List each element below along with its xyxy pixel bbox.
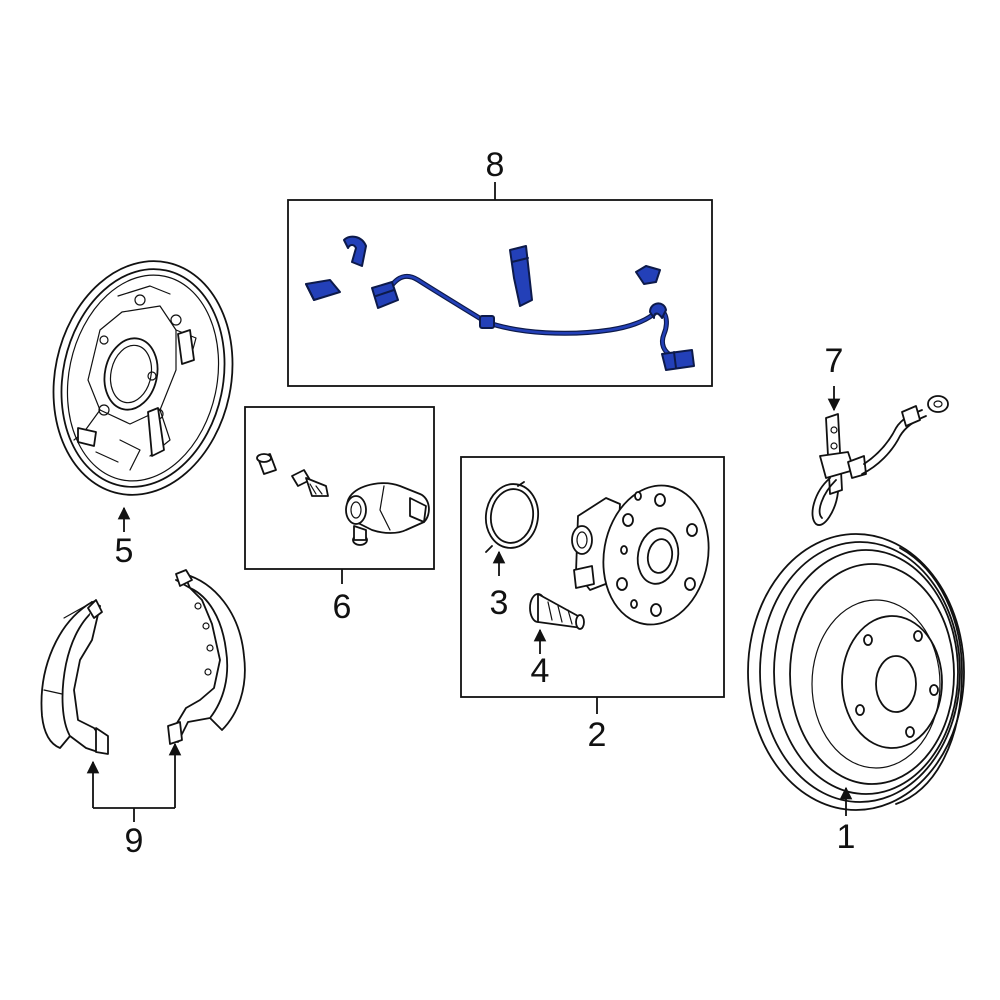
abs-wheel-speed-sensor-group[interactable]: 8 [287, 146, 713, 387]
brake-shoe-left[interactable] [40, 599, 109, 755]
callout-6: 6 [333, 588, 352, 626]
bleeder-screw [291, 469, 329, 497]
brake-shoe-right[interactable] [167, 569, 246, 745]
callout-3: 3 [490, 584, 509, 622]
hub-bearing-assembly[interactable] [571, 477, 719, 633]
harness-bracket-clips[interactable] [305, 235, 661, 307]
brake-hose-with-bracket[interactable] [811, 395, 949, 526]
part-8-box [287, 199, 713, 387]
callout-5: 5 [115, 532, 134, 570]
hub-seal-ring[interactable] [482, 481, 542, 553]
callout-1: 1 [837, 818, 856, 856]
wheel-cylinder-kit[interactable] [256, 453, 430, 546]
callout-4: 4 [531, 652, 550, 690]
abs-sensor-harness[interactable] [371, 273, 695, 371]
callout-7: 7 [825, 342, 844, 380]
backing-plate[interactable] [32, 244, 253, 511]
clip-b [305, 279, 341, 301]
brake-drum[interactable] [747, 533, 965, 811]
harness-connector-plug [371, 281, 399, 309]
sensor-head [661, 349, 695, 371]
harness-grommet [479, 315, 495, 329]
callout-8: 8 [486, 146, 505, 184]
part-6-box [244, 406, 435, 570]
harness-loop-clip [649, 302, 667, 319]
wheel-cylinder [345, 482, 430, 546]
clip-a [343, 235, 367, 267]
part-2-box [460, 456, 725, 698]
callout-2: 2 [588, 716, 607, 754]
bleeder-cap [256, 453, 277, 475]
callout-9: 9 [125, 822, 144, 860]
clip-c [509, 245, 533, 307]
clip-d [635, 265, 661, 285]
wheel-stud[interactable] [529, 593, 585, 630]
